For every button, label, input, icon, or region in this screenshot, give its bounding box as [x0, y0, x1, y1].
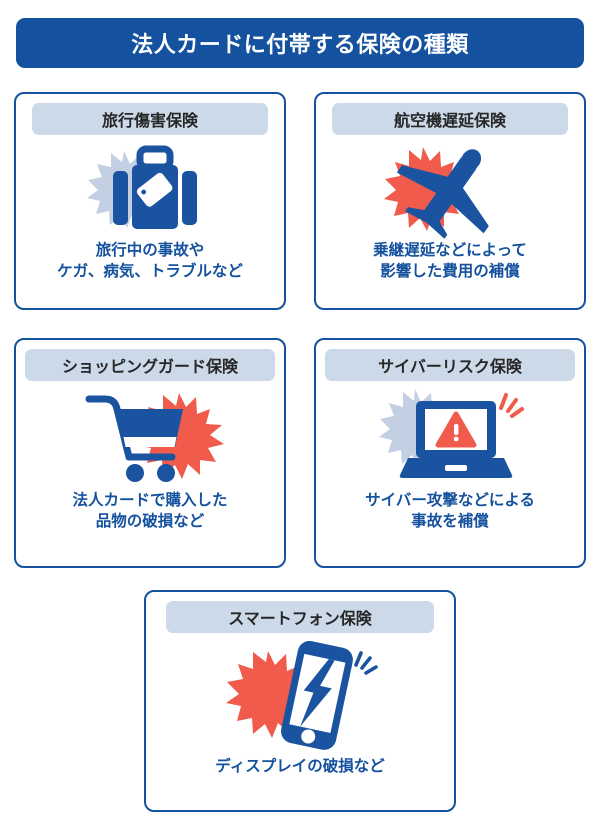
- impact-lines: [499, 393, 524, 418]
- cracked-smartphone-icon: [226, 640, 378, 750]
- icon-area-flight: [316, 141, 584, 239]
- phone-shape: [280, 640, 353, 750]
- suitcase-icon: [87, 145, 197, 229]
- suitcase-left-panel: [113, 171, 128, 225]
- icon-area-shopping: [16, 385, 284, 485]
- suitcase-right-panel: [182, 171, 197, 225]
- card-body-shopping: 法人カードで購入した 品物の破損など: [72, 492, 228, 530]
- card-title-cyber: サイバーリスク保険: [378, 359, 522, 376]
- shopping-cart-icon: [85, 393, 224, 482]
- luggage-tag: [136, 172, 173, 207]
- insurance-card-travel: 旅行傷害保険 旅: [14, 92, 286, 310]
- card-body-smartphone: ディスプレイの破損など: [215, 758, 385, 775]
- card-header-travel: 旅行傷害保険: [32, 103, 268, 135]
- card-title-smartphone: スマートフォン保険: [228, 611, 372, 628]
- card-header-smartphone: スマートフォン保険: [166, 601, 434, 633]
- cart-wheel-right: [157, 464, 175, 482]
- icon-area-travel: [16, 141, 284, 237]
- card-header-cyber: サイバーリスク保険: [325, 349, 575, 381]
- cart-wheel-left: [126, 464, 144, 482]
- card-body-cyber: サイバー攻撃などによる 事故を補償: [365, 492, 535, 530]
- card-title-shopping: ショッピングガード保険: [61, 359, 238, 376]
- cart-shape: [85, 395, 176, 461]
- airplane-icon: [384, 147, 489, 239]
- page-title-bar: 法人カードに付帯する保険の種類: [16, 18, 584, 68]
- card-body-travel: 旅行中の事故や ケガ、病気、トラブルなど: [57, 242, 243, 280]
- suitcase-handle: [136, 145, 174, 171]
- insurance-card-cyber: サイバーリスク保険: [314, 338, 586, 568]
- icon-area-cyber: [316, 385, 584, 485]
- impact-lines: [354, 651, 378, 675]
- laptop-warning-icon: [379, 389, 524, 478]
- warning-triangle-icon: [435, 411, 477, 448]
- insurance-card-shopping: ショッピングガード保険 法人カードで購入した 品物の: [14, 338, 286, 568]
- card-body-flight: 乗継遅延などによって 影響した費用の補償: [373, 242, 527, 280]
- card-header-flight: 航空機遅延保険: [332, 103, 568, 135]
- lightning-crack: [300, 659, 335, 727]
- card-header-shopping: ショッピングガード保険: [25, 349, 275, 381]
- icon-area-smartphone: [146, 637, 454, 755]
- card-title-travel: 旅行傷害保険: [101, 113, 198, 130]
- cart-basket-stripe: [123, 437, 177, 447]
- insurance-card-smartphone: スマートフォン保険: [144, 590, 456, 812]
- insurance-card-flight: 航空機遅延保険 乗継遅延などによって 影響した費用の補償: [314, 92, 586, 310]
- airplane-shape: [396, 149, 489, 239]
- page-title: 法人カードに付帯する保険の種類: [131, 32, 469, 57]
- card-title-flight: 航空機遅延保険: [393, 113, 506, 130]
- laptop-trackpad: [445, 465, 467, 471]
